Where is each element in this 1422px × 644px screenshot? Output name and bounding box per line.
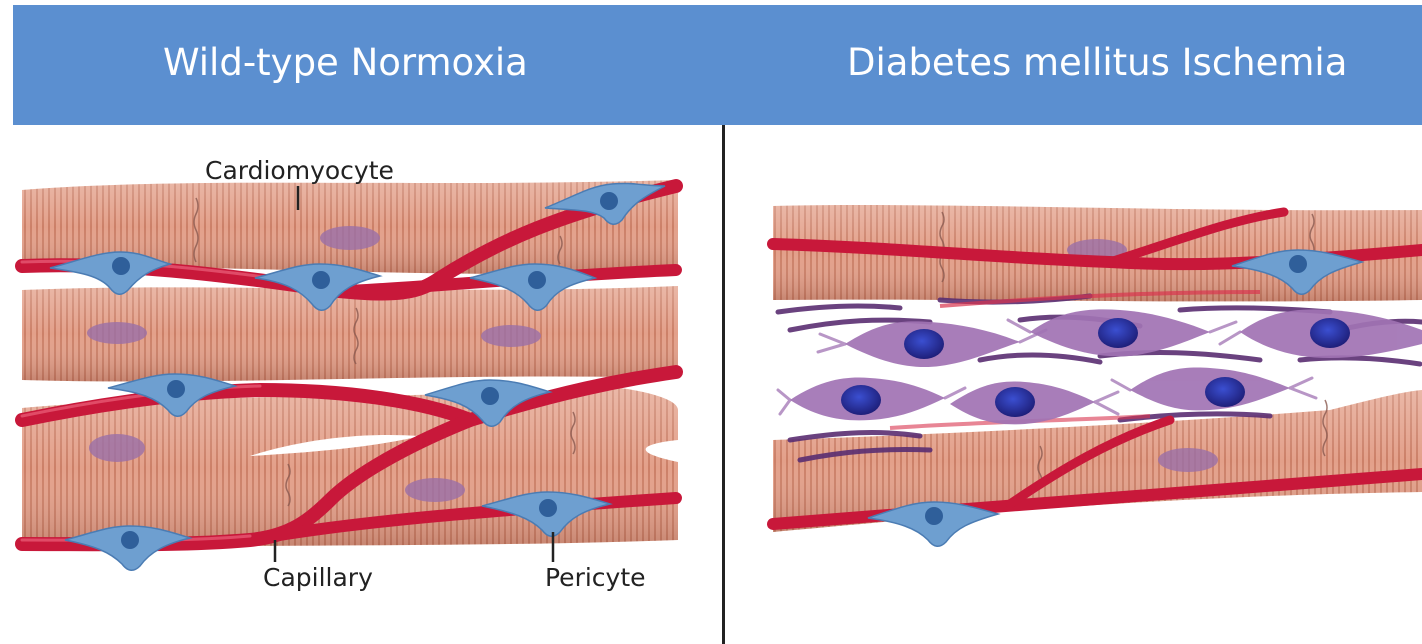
- pericyte-nucleus: [539, 499, 557, 517]
- label-pericyte: Pericyte: [545, 563, 646, 592]
- pericyte-nucleus: [167, 380, 185, 398]
- fibroblast-nucleus: [1310, 318, 1350, 348]
- cardiomyocyte-nucleus: [405, 478, 465, 502]
- fibroblast-nucleus: [904, 329, 944, 359]
- pericyte-nucleus: [121, 531, 139, 549]
- pericyte-nucleus: [312, 271, 330, 289]
- cardiomyocyte-nucleus: [87, 322, 147, 344]
- pericyte-nucleus: [600, 192, 618, 210]
- cardiomyocyte-nucleus: [320, 226, 380, 250]
- pericyte-nucleus: [112, 257, 130, 275]
- label-cardiomyocyte: Cardiomyocyte: [205, 156, 394, 185]
- label-capillary: Capillary: [263, 563, 373, 592]
- pericyte-nucleus: [528, 271, 546, 289]
- cardiomyocyte-nucleus: [89, 434, 145, 462]
- pericyte-nucleus: [1289, 255, 1307, 273]
- fibroblast-nucleus: [1098, 318, 1138, 348]
- pericyte-nucleus: [925, 507, 943, 525]
- fibroblast-nucleus: [1205, 377, 1245, 407]
- left-cardiomyocytes: [22, 180, 678, 548]
- cardiomyocyte-nucleus: [481, 325, 541, 347]
- pericyte-nucleus: [481, 387, 499, 405]
- cardiomyocyte-nucleus: [1158, 448, 1218, 472]
- fibroblast-nucleus: [995, 387, 1035, 417]
- fibroblast-nucleus: [841, 385, 881, 415]
